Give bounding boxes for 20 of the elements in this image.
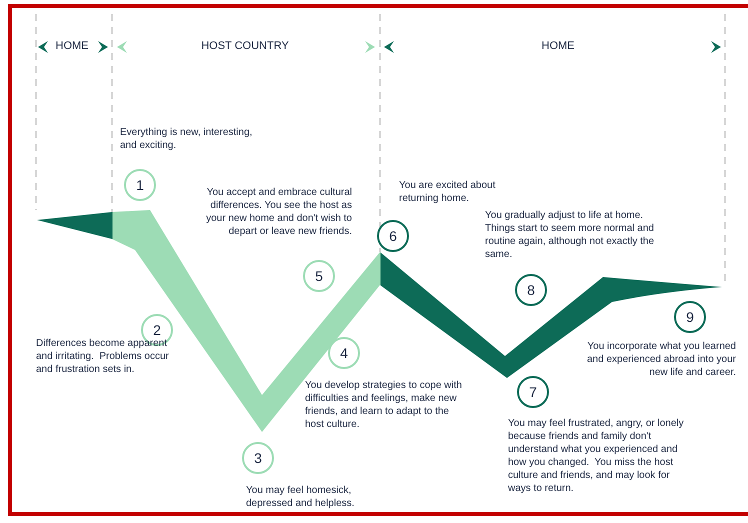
step-description: Everything is new, interesting, and exciting. — [120, 126, 254, 152]
step-description: You incorporate what you learned and experienced abroad into your new life and career. — [586, 340, 736, 379]
step-description: You gradually adjust to life at home. Things start to seem more normal and routine again, although not exactly the same. — [485, 209, 656, 261]
step-description: You may feel frustrated, angry, or lonely because friends and family don't understand what you experienced and how you changed. You miss the host culture and friends, and may look for ways to return. — [508, 417, 685, 495]
step-circle: 4 — [328, 337, 360, 369]
section-heading: HOME — [542, 40, 574, 52]
step-description: You are excited about returning home. — [399, 179, 496, 205]
step-description: You may feel homesick, depressed and helpless. — [246, 484, 356, 510]
step-circle: 1 — [124, 169, 156, 201]
step-circle: 8 — [515, 274, 547, 306]
step-circle: 3 — [242, 442, 274, 474]
section-heading: HOME — [56, 40, 88, 52]
step-circle: 7 — [517, 376, 549, 408]
step-circle: 6 — [377, 220, 409, 252]
step-description: You accept and embrace cultural differences. You see the host as your new home and don't wish to depart or leave new friends. — [205, 186, 352, 238]
step-circle: 5 — [303, 260, 335, 292]
step-description: You develop strategies to cope with difficulties and feelings, make new friends, and learn to adapt to the host culture. — [305, 379, 463, 431]
step-circle: 9 — [674, 301, 706, 333]
step-description: Differences become apparent and irritating. Problems occur and frustration sets in. — [36, 337, 170, 376]
section-heading: HOST COUNTRY — [201, 40, 289, 52]
